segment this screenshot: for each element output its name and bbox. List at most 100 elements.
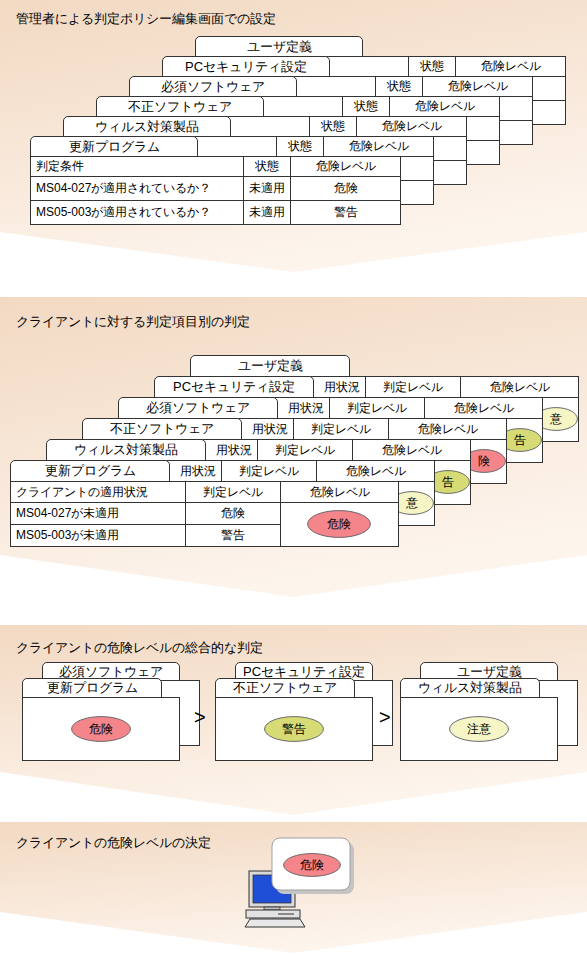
table-cell: 危険 xyxy=(185,502,281,525)
table-cell-text: 用状況 xyxy=(288,400,324,417)
stage-band: クライアントの危険レベルの総合的な判定必須ソフトウェア更新プログラム危険 PCセキ… xyxy=(0,625,587,815)
table-cell-text: MS04-027が未適用 xyxy=(16,505,119,522)
table-cell-text: 危険レベル xyxy=(415,98,475,115)
table-cell-text: 未適用 xyxy=(249,180,285,197)
keyboard xyxy=(245,919,305,927)
table-cell: 状態 xyxy=(408,56,456,77)
badge-text: 危険 xyxy=(89,721,113,738)
card-tab: ウィルス対策製品 xyxy=(63,116,231,137)
stage-band: クライアントに対する判定項目別の判定ユーザ定義用状況判定レベル危険レベル意PCセ… xyxy=(0,297,587,597)
greater-than-sign: > xyxy=(194,706,206,728)
table-cell: 危険レベル xyxy=(389,96,500,117)
card-tab: 必須ソフトウェア xyxy=(129,76,297,97)
table-cell-text: 判定条件 xyxy=(36,158,84,175)
tab-title: 必須ソフトウェア xyxy=(146,400,250,415)
card-tab: ユーザ定義 xyxy=(190,355,350,377)
table-cell-text: 状態 xyxy=(288,138,312,155)
badge-text-box: 危険 xyxy=(71,716,131,742)
table-cell: 状態 xyxy=(276,136,324,157)
badge-text-box: 注意 xyxy=(449,716,509,742)
table-cell-text: 警告 xyxy=(334,204,358,221)
badge-text: 危険 xyxy=(300,857,324,874)
table-cell: 危険レベル xyxy=(323,136,434,157)
table-cell: 状態 xyxy=(375,76,423,97)
table-cell: 判定レベル xyxy=(257,439,353,461)
stage-band: クライアントの危険レベルの決定危険 xyxy=(0,822,587,953)
stage-band: 管理者による判定ポリシー編集画面での設定ユーザ定義状態危険レベルPCセキュリティ… xyxy=(0,0,587,272)
table-cell-text: 危険レベル xyxy=(382,442,442,459)
badge-text: 注意 xyxy=(467,721,491,738)
tab-title: PCセキュリティ設定 xyxy=(185,59,307,74)
badge-ellipse xyxy=(265,717,324,742)
table-cell: 状態 xyxy=(342,96,390,117)
table-cell-text: 判定レベル xyxy=(311,421,371,438)
badge-text-box: 警告 xyxy=(264,716,324,742)
card-tab: ウィルス対策製品 xyxy=(400,678,540,698)
level-badge: 危険 xyxy=(307,510,371,538)
table-cell-text: 危険レベル xyxy=(346,463,406,480)
table-cell-text: 未適用 xyxy=(249,204,285,221)
tab-title: 更新プログラム xyxy=(45,463,136,478)
table-cell: 判定レベル xyxy=(293,418,389,440)
table-cell-text: 危険レベル xyxy=(448,78,508,95)
table-cell-text: 状態 xyxy=(255,158,279,175)
tab-title: 必須ソフトウェア xyxy=(161,79,265,94)
card-tab: PCセキュリティ設定 xyxy=(154,376,314,398)
table-cell: MS04-027が未適用 xyxy=(10,502,186,525)
band-heading: 管理者による判定ポリシー編集画面での設定 xyxy=(16,10,276,28)
table-cell: 未適用 xyxy=(243,176,291,201)
table-cell: 状態 xyxy=(243,156,291,177)
table-cell-text: 用状況 xyxy=(252,421,288,438)
final-level-badge: 危険 xyxy=(283,853,341,877)
table-cell: 警告 xyxy=(290,200,401,225)
tab-title: ユーザ定義 xyxy=(247,39,312,54)
tab-title: ユーザ定義 xyxy=(238,358,303,373)
tab-title: PCセキュリティ設定 xyxy=(243,664,365,679)
table-cell: MS05-003が適用されているか？ xyxy=(30,200,244,225)
table-cell: 判定レベル xyxy=(221,460,317,482)
badge-text: 告 xyxy=(514,432,526,449)
tab-title: 必須ソフトウェア xyxy=(59,664,163,679)
table-cell-text: クライアントの適用状況 xyxy=(16,484,148,501)
table-cell-text: 危険レベル xyxy=(310,484,370,501)
badge-ellipse xyxy=(308,511,371,538)
level-badge: 危険 xyxy=(71,716,131,742)
tab-title: ウィルス対策製品 xyxy=(95,119,199,134)
card-tab: 不正ソフトウェア xyxy=(96,96,264,117)
badge-text: 意 xyxy=(550,411,562,428)
table-cell-text: 危険レベル xyxy=(481,58,541,75)
tab-title: PCセキュリティ設定 xyxy=(173,379,295,394)
band-heading: クライアントの危険レベルの総合的な判定 xyxy=(16,639,263,657)
table-cell: 危険レベル xyxy=(280,481,399,503)
band-fill xyxy=(0,625,587,815)
table-cell-text: 危険 xyxy=(221,505,245,522)
result-bubble xyxy=(272,838,350,890)
table-cell-text: 用状況 xyxy=(216,442,252,459)
card-tab: ユーザ定義 xyxy=(195,36,363,57)
band-heading: クライアントの危険レベルの決定 xyxy=(16,834,211,852)
table-cell-text: 判定レベル xyxy=(347,400,407,417)
band-heading: クライアントに対する判定項目別の判定 xyxy=(16,313,250,331)
tab-title: 更新プログラム xyxy=(47,680,138,695)
table-cell: 危険レベル xyxy=(356,116,467,137)
table-cell-text: 判定レベル xyxy=(203,484,263,501)
table-cell: 危険レベル xyxy=(388,418,507,440)
table-cell: 警告 xyxy=(185,524,281,547)
bubble-shadow xyxy=(276,842,354,894)
card-tab: 更新プログラム xyxy=(30,136,198,157)
table-cell: 状態 xyxy=(309,116,357,137)
table-cell-text: 判定レベル xyxy=(239,463,299,480)
table-cell-text: 危険レベル xyxy=(454,400,514,417)
table-cell-text: 危険レベル xyxy=(418,421,478,438)
table-cell-text: MS05-003が未適用 xyxy=(16,527,119,544)
tab-title: 不正ソフトウェア xyxy=(110,421,214,436)
band-fill xyxy=(0,297,587,597)
tab-title: ウィルス対策製品 xyxy=(74,442,178,457)
table-cell: MS04-027が適用されているか？ xyxy=(30,176,244,201)
table-cell: 危険 xyxy=(290,176,401,201)
table-cell-text: MS05-003が適用されているか？ xyxy=(36,204,211,221)
table-cell: 危険レベル xyxy=(316,460,435,482)
drive-slot xyxy=(278,914,294,915)
